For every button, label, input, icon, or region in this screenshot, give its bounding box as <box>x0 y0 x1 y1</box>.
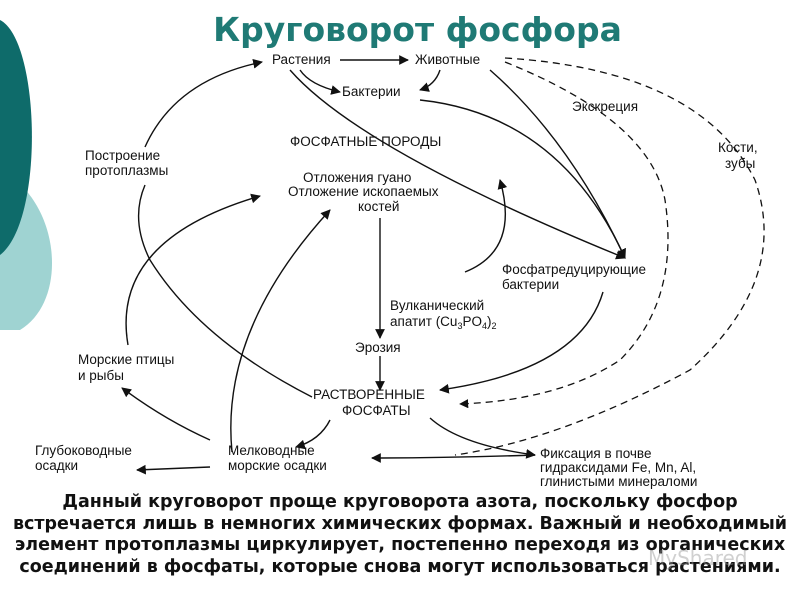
teal-decoration <box>0 20 53 330</box>
node-reducing-line2: бактерии <box>502 277 559 292</box>
node-guano-line3: костей <box>358 199 399 214</box>
node-dissolved-line1: РАСТВОРЕННЫЕ <box>313 387 425 402</box>
arrow-dissolved-fixation <box>429 417 536 459</box>
dashed-arrows <box>454 57 765 456</box>
node-seabirds-line2: и рыбы <box>78 368 124 383</box>
node-animals: Животные <box>415 52 480 67</box>
node-excretion: Экскреция <box>572 99 638 114</box>
node-bones-line2: зубы <box>725 156 755 171</box>
node-deep-line1: Глубоководные <box>35 443 132 458</box>
node-erosion: Эрозия <box>355 340 401 355</box>
arrow-dissolved-protoplasm <box>137 184 313 398</box>
node-guano-line2: Отложение ископаемых <box>288 184 439 199</box>
node-plants: Растения <box>272 52 331 67</box>
arrow-shallow-deep <box>136 464 211 475</box>
arrow-bacteria-reducing <box>419 99 626 259</box>
dashed-excretion <box>459 61 669 409</box>
arrow-plants-reducing <box>289 69 626 260</box>
node-shallow-line1: Мелководные <box>228 443 315 458</box>
node-reducing-line1: Фосфатредуцирующие <box>502 262 646 277</box>
node-dissolved-line2: ФОСФАТЫ <box>342 403 411 418</box>
arrow-shallow-rocks <box>230 209 331 453</box>
node-volcanic-line2: апатит (Cu3PO4)2 <box>390 314 497 331</box>
page-title: Круговорот фосфора <box>213 10 622 49</box>
node-guano-line1: Отложения гуано <box>303 170 411 185</box>
node-volcanic-line1: Вулканический <box>390 298 484 313</box>
arrow-seabirds-guano <box>125 193 261 346</box>
arrow-plants-bacteria <box>299 69 341 95</box>
arrow-reducing-dissolved <box>439 291 604 394</box>
node-seabirds-line1: Морские птицы <box>78 352 174 367</box>
node-bones-line1: Кости, <box>718 140 758 155</box>
node-fixation-line3: глинистыми минераломи <box>540 474 697 489</box>
dashed-bones <box>454 57 765 456</box>
node-shallow-line2: морские осадки <box>228 458 327 473</box>
node-phosphate-rocks: ФОСФАТНЫЕ ПОРОДЫ <box>290 134 441 149</box>
arrow-fixation-shallow <box>371 453 536 463</box>
arrow-shallow-seabirds <box>121 387 211 441</box>
node-deep-line2: осадки <box>35 458 78 473</box>
node-bacteria: Бактерии <box>342 84 401 99</box>
arrow-dissolved-shallow <box>295 419 331 450</box>
solid-arrows <box>121 55 626 475</box>
arrow-reducing-rocks <box>464 179 508 273</box>
watermark: MyShared <box>648 546 748 570</box>
node-protoplasm-line2: протоплазмы <box>85 163 168 178</box>
arrow-protoplasm-plants <box>144 58 263 148</box>
node-fixation-line1: Фиксация в почве <box>540 446 651 461</box>
arrow-animals-bacteria <box>419 69 441 92</box>
node-fixation-line2: гидраксидами Fe, Mn, Al, <box>540 460 696 475</box>
caption-text: Данный круговорот проще круговорота азот… <box>12 492 788 577</box>
node-protoplasm-line1: Построение <box>85 148 160 163</box>
diagram-labels: Растения Животные Бактерии Экскреция Кос… <box>35 52 758 489</box>
